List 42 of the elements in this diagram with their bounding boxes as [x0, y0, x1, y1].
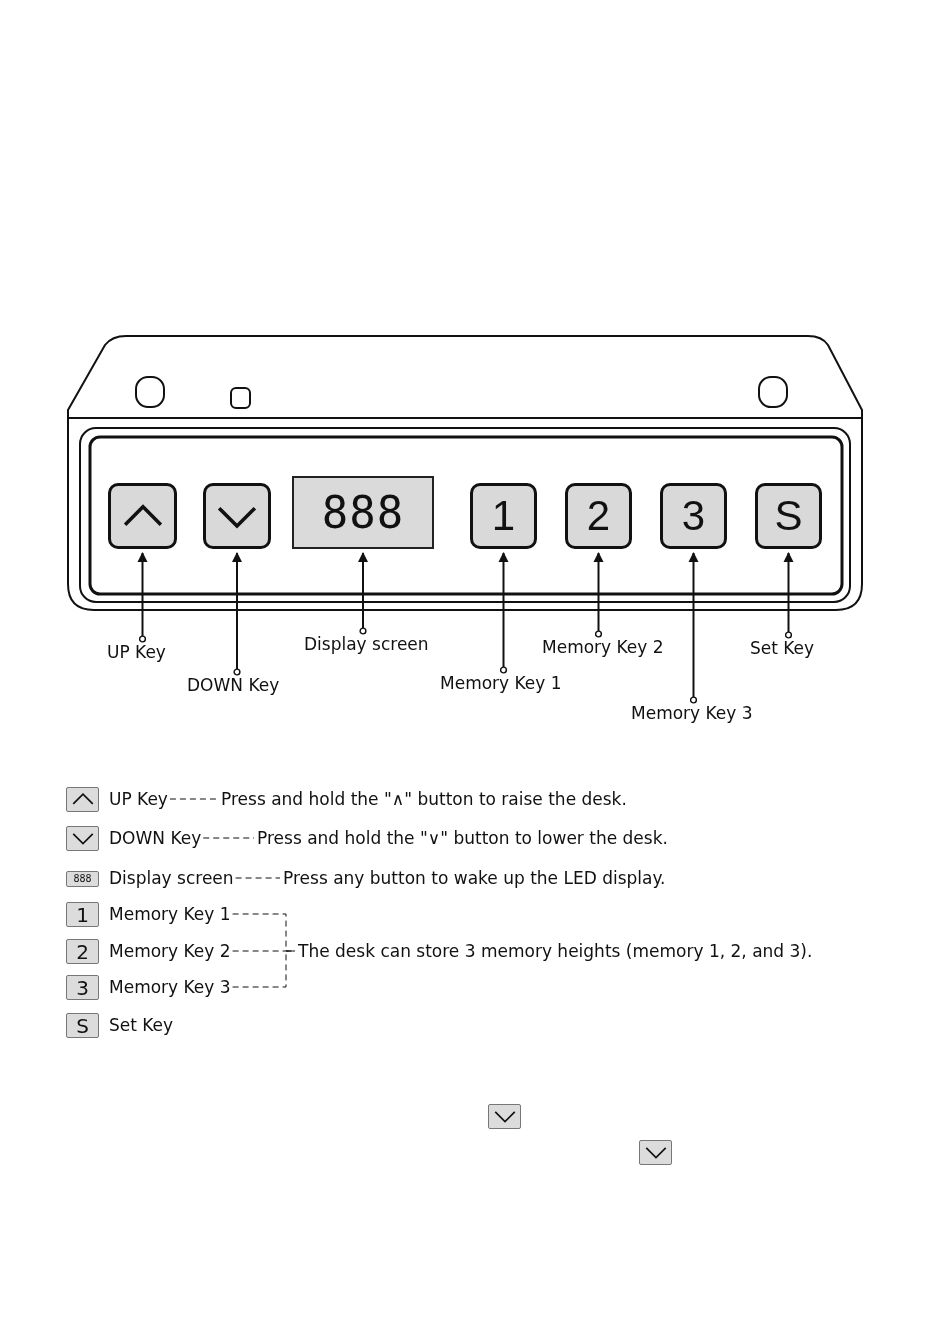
- callout-label: DOWN Key: [187, 675, 280, 695]
- up-key: [108, 483, 177, 549]
- callout-label: Display screen: [304, 634, 429, 654]
- key-symbol: 2: [66, 939, 99, 964]
- down-key: [203, 483, 271, 549]
- leader-line: [498, 552, 509, 674]
- key-name: Memory Key 1: [109, 904, 231, 924]
- display-screen: 888: [292, 476, 434, 549]
- leader-line: [232, 552, 242, 676]
- leader-line: [783, 552, 794, 639]
- dashed-leader-line: [202, 837, 255, 839]
- memory-key: 1: [470, 483, 537, 549]
- leader-line: [593, 552, 604, 638]
- leader-line: [137, 552, 148, 643]
- key-name: Display screen: [109, 868, 234, 888]
- leader-line: [358, 552, 368, 635]
- key-name: DOWN Key: [109, 828, 202, 848]
- callout-label: UP Key: [107, 642, 166, 662]
- memory-key: 2: [565, 483, 632, 549]
- dashed-leader-line: [235, 877, 281, 879]
- leader-line: [688, 552, 699, 704]
- description-text: Press and hold the "∧" button to raise the desk.: [221, 789, 627, 809]
- description-text: Press any button to wake up the LED display.: [283, 868, 666, 888]
- callout-label: Memory Key 2: [542, 637, 664, 657]
- set-key: S: [755, 483, 822, 549]
- dashed-leader-line: [232, 950, 296, 952]
- dashed-leader-line: [169, 798, 219, 800]
- memory-key: 3: [660, 483, 727, 549]
- callout-label: Memory Key 1: [440, 673, 562, 693]
- key-name: Set Key: [109, 1015, 174, 1035]
- key-name: UP Key: [109, 789, 168, 809]
- key-symbol: 1: [66, 902, 99, 927]
- key-symbol: 3: [66, 975, 99, 1000]
- key-symbol: 888: [66, 871, 99, 887]
- callout-label: Set Key: [750, 638, 815, 658]
- description-text: The desk can store 3 memory heights (memory 1, 2, and 3).: [298, 941, 813, 961]
- callout-label: Memory Key 3: [631, 703, 753, 723]
- dashed-leader-line: [232, 950, 296, 988]
- key-symbol: S: [66, 1013, 99, 1038]
- description-text: Press and hold the "∨" button to lower the desk.: [257, 828, 668, 848]
- key-name: Memory Key 3: [109, 977, 231, 997]
- key-name: Memory Key 2: [109, 941, 231, 961]
